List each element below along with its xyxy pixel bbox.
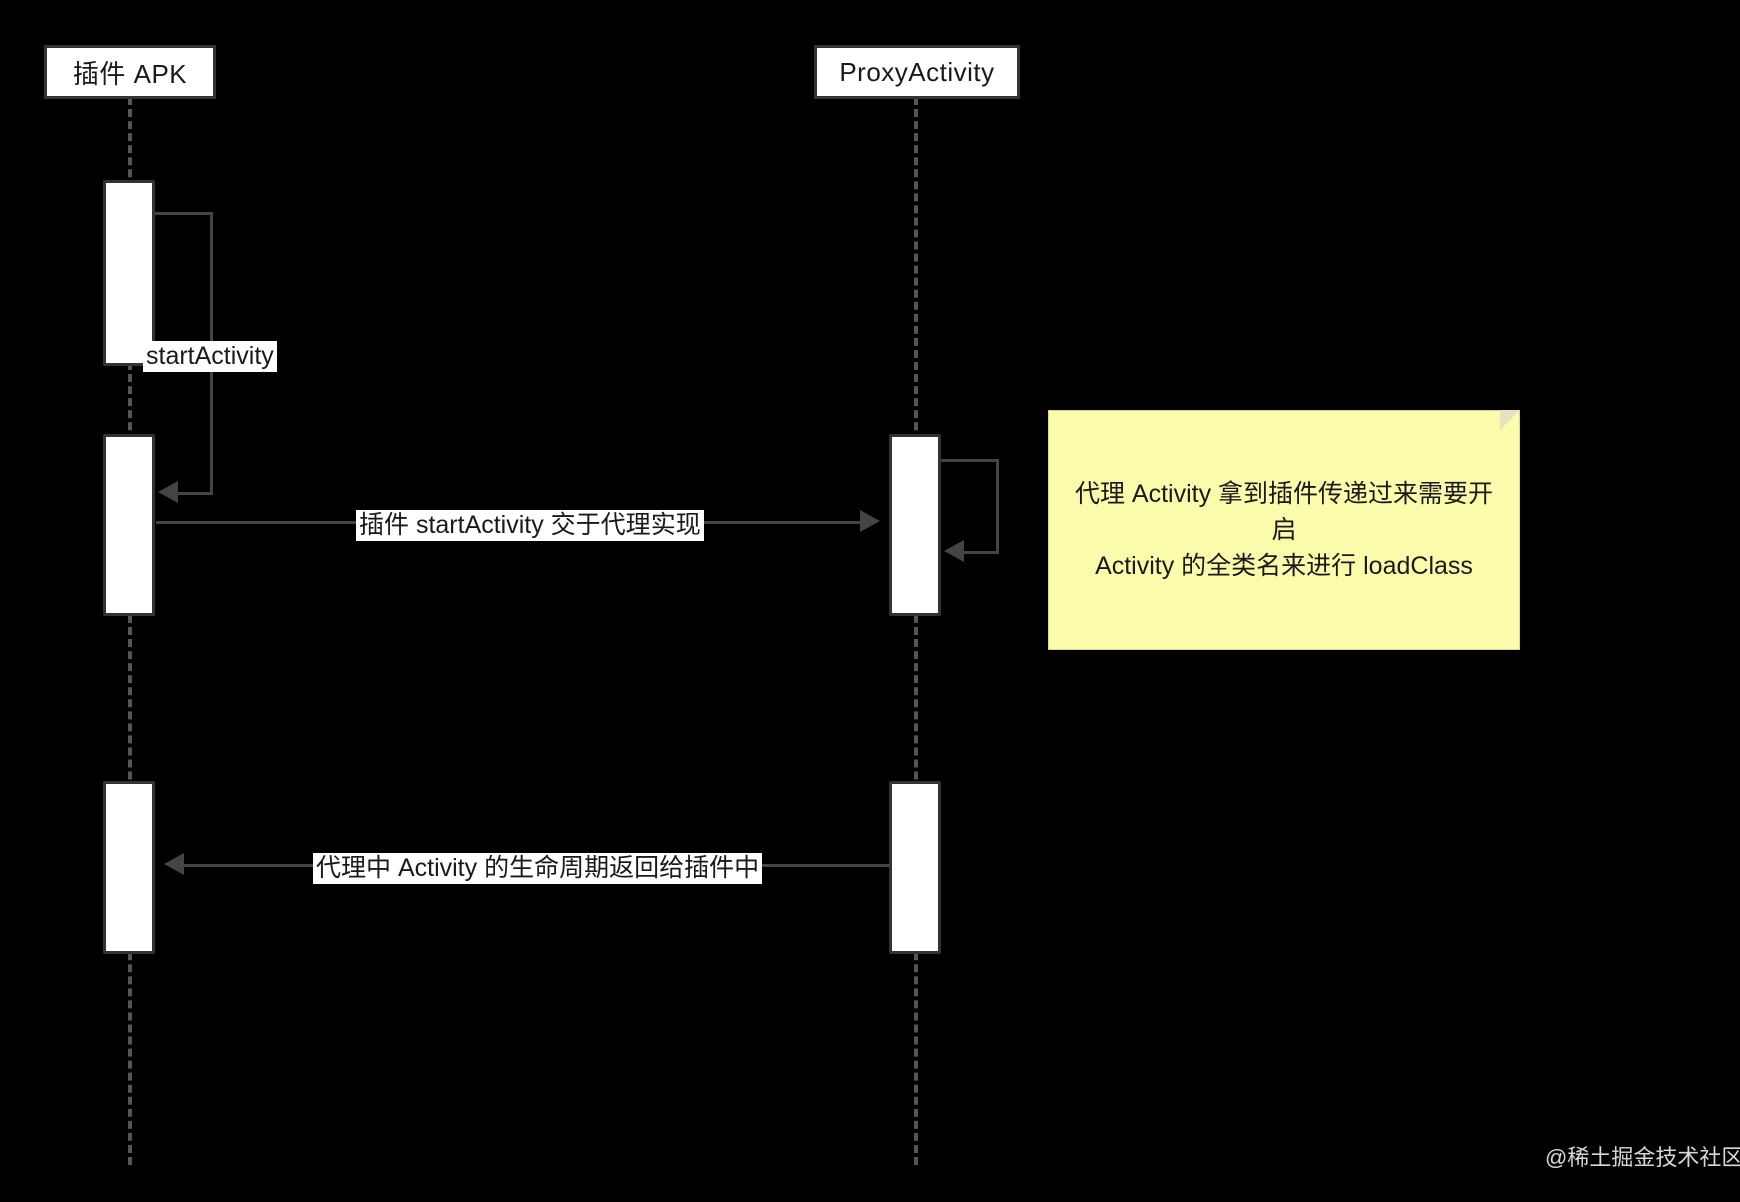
self-message-plugin-bottom-segment [178,492,213,495]
note-line-1: 代理 Activity 拿到插件传递过来需要开启 [1074,479,1494,544]
self-message-plugin-top-segment [155,212,213,215]
message-proxy-to-plugin-arrow-head [164,853,184,875]
activation-plugin-apk-1 [103,180,155,366]
self-message-proxy-bottom-segment [964,551,999,554]
note-line-2: Activity 的全类名来进行 loadClass [1095,552,1473,581]
lifeline-plugin-apk [128,97,132,1165]
participant-proxy-activity-label: ProxyActivity [839,56,995,87]
note-text-block: 代理 Activity 拿到插件传递过来需要开启 Activity 的全类名来进… [1073,476,1495,585]
participant-plugin-apk-label: 插件 APK [72,58,188,89]
self-message-proxy-top-segment [941,459,999,462]
message-proxy-to-plugin-label: 代理中 Activity 的生命周期返回给插件中 [313,853,763,884]
lifeline-proxy-activity [914,97,918,1165]
activation-plugin-apk-3 [103,781,155,954]
activation-proxy-activity-1 [889,434,941,616]
self-message-plugin-arrow-head [158,481,178,503]
watermark: @稀土掘金技术社区 [1545,1145,1740,1170]
participant-plugin-apk[interactable]: 插件 APK [44,45,216,99]
message-plugin-to-proxy-arrow-head [860,510,880,532]
self-message-proxy-arrow-head [944,540,964,562]
message-plugin-to-proxy-label: 插件 startActivity 交于代理实现 [356,510,704,541]
activation-plugin-apk-2 [103,434,155,616]
self-message-plugin-label: startActivity [143,341,277,372]
note-proxy-loadclass: 代理 Activity 拿到插件传递过来需要开启 Activity 的全类名来进… [1048,410,1520,650]
activation-proxy-activity-2 [889,781,941,954]
participant-proxy-activity[interactable]: ProxyActivity [814,45,1020,99]
self-message-proxy-right-segment [996,459,999,551]
note-fold-corner-icon [1500,410,1520,430]
